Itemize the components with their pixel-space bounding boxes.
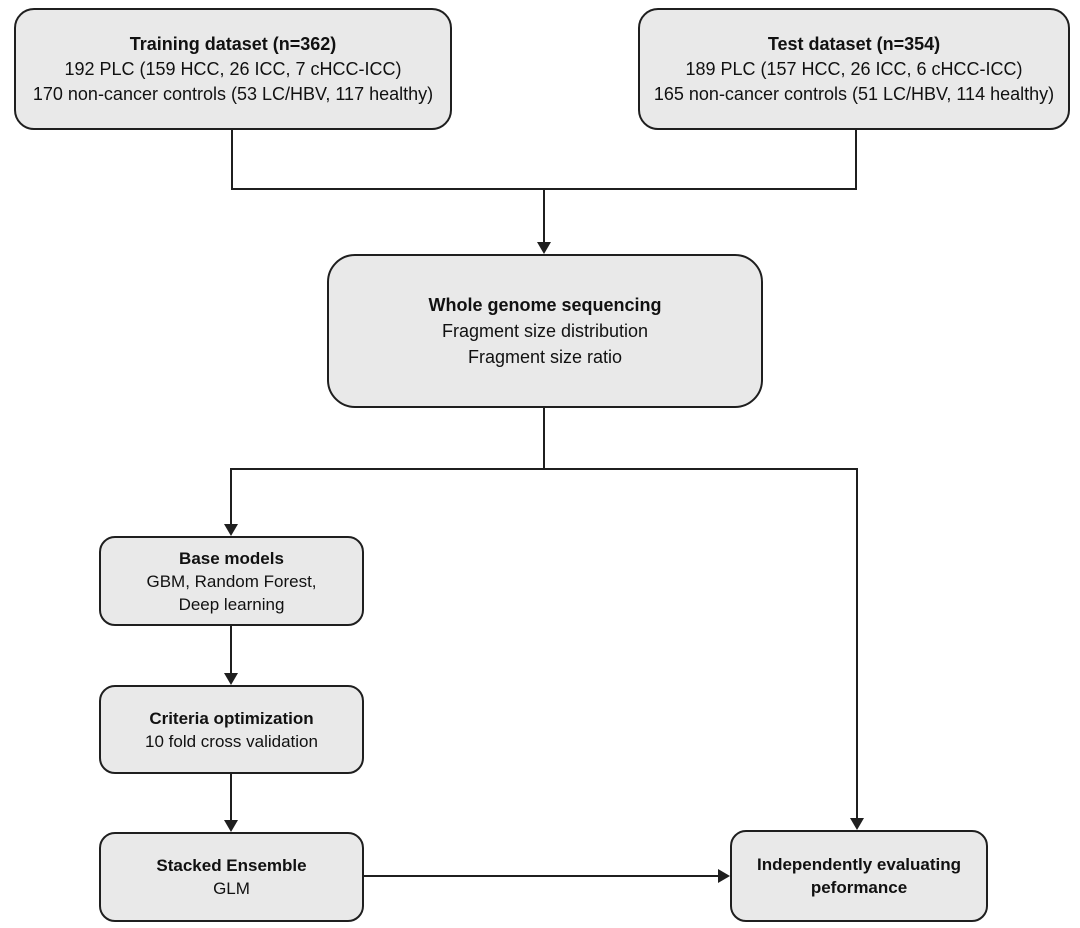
wgs-line-1: Fragment size distribution (441, 321, 649, 341)
wgs-line-2: Fragment size ratio (467, 347, 623, 367)
whole-genome-sequencing-box: Whole genome sequencing Fragment size di… (327, 254, 763, 408)
stacked-ensemble-title: Stacked Ensemble (156, 856, 307, 875)
test-dataset-title: Test dataset (n=354) (767, 33, 941, 54)
independent-evaluation-box: Independently evaluating peformance (730, 830, 988, 922)
arrowhead-into-criteria (224, 673, 238, 685)
test-dataset-line-1: 189 PLC (157 HCC, 26 ICC, 6 cHCC-ICC) (685, 58, 1023, 79)
arrowhead-into-base-models (224, 524, 238, 536)
base-models-line-1: GBM, Random Forest, (146, 571, 317, 591)
test-dataset-box: Test dataset (n=354) 189 PLC (157 HCC, 2… (638, 8, 1070, 130)
arrowhead-into-evaluation-left (718, 869, 730, 883)
connector-into-evaluation-vertical (856, 468, 858, 820)
criteria-optimization-title: Criteria optimization (149, 708, 314, 728)
test-dataset-line-2: 165 non-cancer controls (51 LC/HBV, 114 … (653, 83, 1055, 104)
wgs-title: Whole genome sequencing (428, 295, 662, 315)
connector-split-horizontal (230, 468, 858, 470)
independent-evaluation-title-line-1: Independently evaluating (756, 855, 962, 874)
criteria-optimization-box: Criteria optimization 10 fold cross vali… (99, 685, 364, 774)
connector-stacked-to-evaluation (363, 875, 719, 877)
stacked-ensemble-box: Stacked Ensemble GLM (99, 832, 364, 922)
training-dataset-line-1: 192 PLC (159 HCC, 26 ICC, 7 cHCC-ICC) (64, 58, 402, 79)
connector-test-down (855, 129, 857, 190)
criteria-optimization-line-1: 10 fold cross validation (145, 731, 318, 751)
base-models-box: Base models GBM, Random Forest, Deep lea… (99, 536, 364, 626)
stacked-ensemble-line-1: GLM (213, 879, 250, 898)
connector-base-to-criteria (230, 625, 232, 675)
connector-into-wgs (543, 190, 545, 244)
connector-merge-horizontal (231, 188, 857, 190)
independent-evaluation-title-line-2: peformance (810, 878, 908, 897)
training-dataset-title: Training dataset (n=362) (129, 33, 337, 54)
connector-training-down (231, 129, 233, 190)
base-models-line-2: Deep learning (178, 594, 285, 614)
connector-wgs-out (543, 407, 545, 470)
base-models-title: Base models (179, 548, 284, 568)
arrowhead-into-stacked (224, 820, 238, 832)
training-dataset-box: Training dataset (n=362) 192 PLC (159 HC… (14, 8, 452, 130)
arrowhead-into-wgs (537, 242, 551, 254)
connector-criteria-to-stacked (230, 773, 232, 822)
training-dataset-line-2: 170 non-cancer controls (53 LC/HBV, 117 … (32, 83, 434, 104)
connector-into-base-models (230, 468, 232, 526)
arrowhead-into-evaluation-top (850, 818, 864, 830)
